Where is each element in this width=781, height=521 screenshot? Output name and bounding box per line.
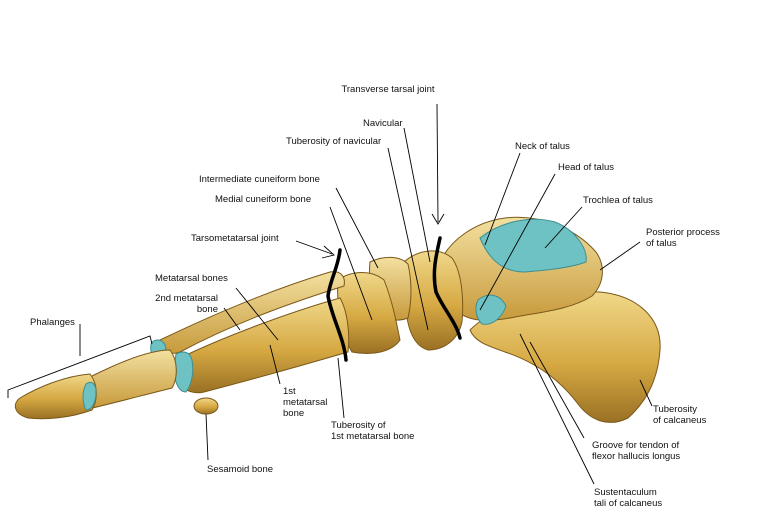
head-talus-cartilage xyxy=(475,294,507,325)
label-phalanges: Phalanges xyxy=(30,317,75,328)
label-second-metatarsal-line1: 2nd metatarsal xyxy=(155,293,218,304)
label-posterior-process-line2: of talus xyxy=(646,238,677,249)
label-transverse-tarsal-joint: Transverse tarsal joint xyxy=(341,84,435,95)
distal-phalanges xyxy=(14,373,97,420)
mtp-cartilage xyxy=(173,351,194,393)
label-second-metatarsal-line2: bone xyxy=(196,304,218,315)
label-posterior-process: Posterior process of talus xyxy=(646,227,720,249)
first-metatarsal xyxy=(174,297,350,394)
label-first-metatarsal-line1: 1st xyxy=(283,386,296,397)
tarsometatarsal-joint-line xyxy=(326,248,348,362)
label-sustentaculum: Sustentaculum tali of calcaneus xyxy=(594,487,662,509)
label-sesamoid-bone: Sesamoid bone xyxy=(207,464,274,475)
label-sustentaculum-line1: Sustentaculum xyxy=(594,487,657,498)
label-tuberosity-calcaneus: Tuberosity of calcaneus xyxy=(653,404,706,426)
label-tuberosity-calcaneus-line2: of calcaneus xyxy=(653,415,707,426)
sesamoid-bone xyxy=(193,397,219,415)
label-first-metatarsal: 1st metatarsal bone xyxy=(283,386,327,419)
label-posterior-process-line1: Posterior process xyxy=(646,227,720,238)
label-neck-talus: Neck of talus xyxy=(515,141,570,152)
label-first-metatarsal-line2: metatarsal xyxy=(283,397,328,408)
transverse-tarsal-joint-line xyxy=(432,236,462,340)
label-sustentaculum-line2: tali of calcaneus xyxy=(594,498,663,509)
proximal-phalanges xyxy=(85,349,177,409)
label-intermediate-cuneiform: Intermediate cuneiform bone xyxy=(199,174,320,185)
label-first-metatarsal-line3: bone xyxy=(283,408,305,419)
label-tuberosity-calcaneus-line1: Tuberosity xyxy=(653,404,697,415)
label-tarsometatarsal-joint: Tarsometatarsal joint xyxy=(191,233,279,244)
label-trochlea-talus: Trochlea of talus xyxy=(583,195,653,206)
label-groove-fhl-line2: flexor hallucis longus xyxy=(592,451,681,462)
phalanx-cartilage xyxy=(82,381,97,411)
label-second-metatarsal: 2nd metatarsal bone xyxy=(138,293,218,315)
label-groove-fhl: Groove for tendon of flexor hallucis lon… xyxy=(592,440,680,462)
label-tuberosity-first-metatarsal: Tuberosity of 1st metatarsal bone xyxy=(331,420,414,442)
label-metatarsal-bones: Metatarsal bones xyxy=(155,273,228,284)
label-tuberosity-navicular: Tuberosity of navicular xyxy=(286,136,382,147)
leader-lines xyxy=(7,103,653,485)
label-medial-cuneiform: Medial cuneiform bone xyxy=(215,194,312,205)
label-groove-fhl-line1: Groove for tendon of xyxy=(592,440,680,451)
label-head-talus: Head of talus xyxy=(558,162,614,173)
navicular xyxy=(401,250,464,351)
label-tuberosity-first-metatarsal-line1: Tuberosity of xyxy=(331,420,386,431)
label-tuberosity-first-metatarsal-line2: 1st metatarsal bone xyxy=(331,431,415,442)
label-navicular: Navicular xyxy=(363,118,403,129)
